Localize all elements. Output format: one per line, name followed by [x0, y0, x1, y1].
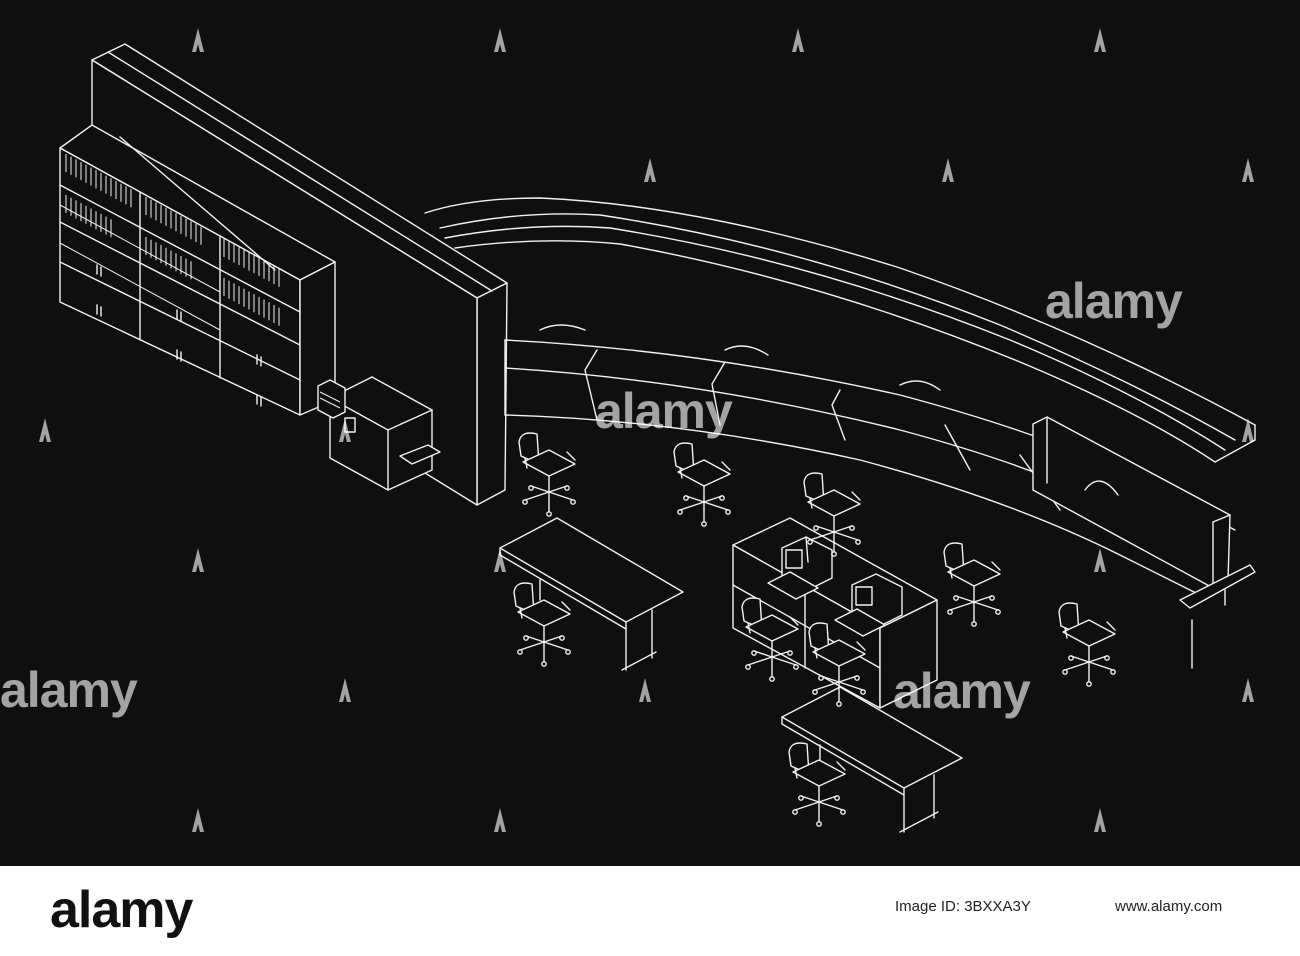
watermark-glyph [1242, 418, 1254, 442]
watermark-layer: alamy alamy alamy alamy [0, 28, 1254, 832]
footer-url[interactable]: www.alamy.com [1115, 898, 1223, 915]
watermark-glyph [1094, 28, 1106, 52]
computer-workstation [732, 517, 938, 709]
watermark-glyph [494, 28, 506, 52]
watermark-glyph [192, 808, 204, 832]
watermark-text: alamy [0, 662, 138, 718]
printer [317, 376, 441, 491]
watermark-glyph [1242, 158, 1254, 182]
watermark-glyph [494, 548, 506, 572]
watermark-glyph [792, 28, 804, 52]
office-chairs [513, 432, 1116, 827]
desk-lower [781, 686, 963, 833]
watermark-glyph [494, 808, 506, 832]
office-chair [741, 597, 799, 682]
bookshelf-cabinets [59, 124, 336, 416]
curved-reception-counter [424, 197, 1256, 669]
watermark-glyph [39, 418, 51, 442]
stock-footer: alamy Image ID: 3BXXA3Y www.alamy.com [0, 866, 1300, 956]
office-chair [803, 472, 861, 557]
drawing-canvas: alamy alamy alamy alamy [0, 0, 1300, 866]
watermark-text: alamy [893, 663, 1031, 719]
watermark-text: alamy [595, 383, 733, 439]
footer-logo[interactable]: alamy [50, 881, 193, 939]
office-chair [673, 442, 731, 527]
watermark-glyph [1094, 548, 1106, 572]
office-chair [1058, 602, 1116, 687]
watermark-glyph [339, 418, 351, 442]
watermark-glyph [339, 678, 351, 702]
office-chair [518, 432, 576, 517]
office-chair [808, 622, 866, 707]
office-line-drawing: alamy alamy alamy alamy [0, 28, 1256, 833]
watermark-text: alamy [1045, 273, 1183, 329]
watermark-glyph [192, 548, 204, 572]
watermark-glyph [639, 678, 651, 702]
watermark-glyph [1094, 808, 1106, 832]
watermark-glyph [644, 158, 656, 182]
office-chair [943, 542, 1001, 627]
desk-upper [499, 517, 684, 671]
watermark-glyph [192, 28, 204, 52]
office-chair [788, 742, 846, 827]
watermark-glyph [942, 158, 954, 182]
office-chair [513, 582, 571, 667]
watermark-glyph [1242, 678, 1254, 702]
image-id-label: Image ID: 3BXXA3Y [895, 898, 1031, 915]
